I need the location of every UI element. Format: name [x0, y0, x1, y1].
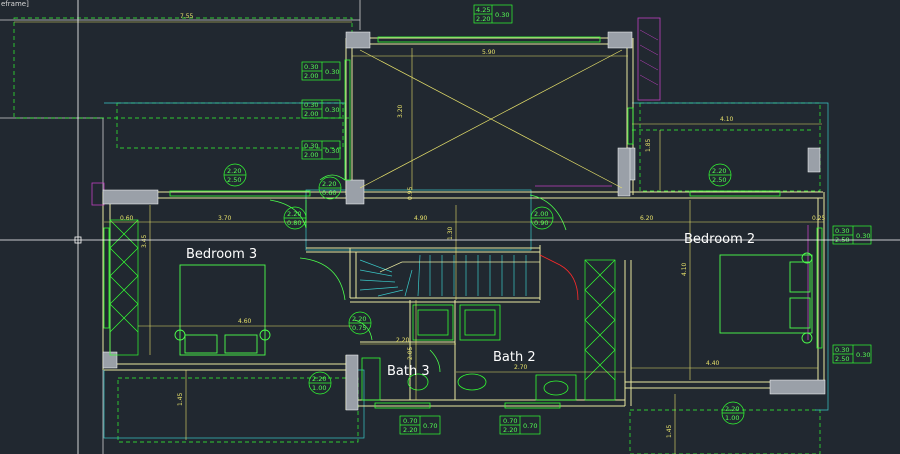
dim-text: 1.30: [447, 226, 454, 240]
dim-text: 5.90: [482, 49, 496, 56]
tag-side: 0.70: [423, 422, 437, 430]
tag-side: 0.30: [856, 351, 870, 359]
dim-text: 0.60: [120, 215, 134, 222]
staircase[interactable]: [359, 254, 540, 297]
room-label-bath-2: Bath 2: [493, 350, 536, 365]
tag-top: 0.70: [503, 417, 517, 425]
tag-top: 2.20: [287, 210, 301, 218]
void-cross: [359, 49, 623, 189]
dim-text: 2.20: [396, 337, 410, 344]
dim-text: 4.60: [238, 318, 252, 325]
tag-bottom: 2.00: [304, 110, 318, 118]
wardrobes: [109, 219, 616, 401]
tag-bottom: 2.50: [835, 355, 849, 363]
dim-text: 3.70: [218, 215, 232, 222]
bed-bedroom-2: [719, 254, 813, 334]
tag-top: 0.30: [304, 63, 318, 71]
tag-top: 2.20: [322, 180, 336, 188]
tag-bottom: 0.60: [322, 189, 336, 197]
tag-side: 0.30: [325, 106, 339, 114]
windows: [103, 36, 823, 409]
tag-bottom: 2.50: [712, 176, 726, 184]
tag-top: 2.20: [725, 405, 739, 413]
window-tags: [223, 4, 872, 435]
dim-text: 4.10: [720, 116, 734, 123]
tag-top: 0.30: [835, 346, 849, 354]
tag-top: 0.70: [403, 417, 417, 425]
dim-text: 4.40: [706, 360, 720, 367]
columns: [102, 31, 826, 411]
dim-text: 4.10: [681, 262, 688, 276]
dim-text: 1.45: [666, 424, 673, 438]
tag-bottom: 2.20: [476, 15, 490, 23]
bath-fixtures: [361, 304, 577, 401]
doors: [269, 174, 579, 373]
walls: [102, 37, 825, 410]
tag-side: 0.30: [325, 147, 339, 155]
brick-hatch: [639, 29, 659, 86]
tag-bottom: 2.00: [304, 72, 318, 80]
dim-text: 0.95: [407, 186, 414, 200]
tag-top: 0.30: [304, 142, 318, 150]
tag-side: 0.30: [495, 11, 509, 19]
crosshair-pickbox: [74, 236, 82, 244]
room-label-bedroom-3: Bedroom 3: [186, 247, 257, 262]
dim-text: 3.45: [141, 234, 148, 248]
tag-side: 0.70: [523, 422, 537, 430]
tag-top: 0.30: [835, 227, 849, 235]
beds: [174, 252, 813, 356]
dim-text: 1.45: [177, 392, 184, 406]
tag-top: 2.20: [352, 315, 366, 323]
dim-text: 7.55: [180, 13, 194, 20]
dim-text: 1.85: [645, 138, 652, 152]
tag-bottom: 0.80: [287, 219, 301, 227]
tag-bottom: 2.20: [503, 426, 517, 434]
dimension-lines: [14, 21, 824, 454]
dim-text: 3.20: [397, 104, 404, 118]
tag-bottom: 0.75: [352, 324, 366, 332]
tag-top: 2.20: [712, 167, 726, 175]
tag-bottom: 2.20: [403, 426, 417, 434]
tag-bottom: 0.90: [534, 219, 548, 227]
dimension-texts: 7.55 5.90 3.20 4.10 1.85 0.95 0.60 3.70 …: [120, 13, 826, 438]
room-label-bath-3: Bath 3: [387, 364, 430, 379]
tag-side: 0.30: [856, 232, 870, 240]
tag-top: 0.30: [304, 101, 318, 109]
tag-top: 2.20: [227, 167, 241, 175]
dim-text: 2.70: [514, 364, 528, 371]
dim-text: 4.90: [414, 215, 428, 222]
tag-bottom: 1.00: [312, 384, 326, 392]
dim-text: 0.25: [812, 215, 826, 222]
bed-bedroom-3: [179, 264, 266, 356]
window-tag-texts: 4.25 2.20 0.30 0.30 2.00 0.30 0.30 2.00 …: [227, 6, 870, 434]
room-labels: Bedroom 3 Bedroom 2 Bath 2 Bath 3: [186, 232, 755, 379]
dim-text: 2.05: [407, 346, 414, 360]
dim-text: 6.20: [640, 215, 654, 222]
tag-top: 2.00: [534, 210, 548, 218]
room-label-bedroom-2: Bedroom 2: [684, 232, 755, 247]
tag-bottom: 2.50: [227, 176, 241, 184]
tag-bottom: 1.00: [725, 414, 739, 422]
tag-side: 0.30: [325, 68, 339, 76]
tag-bottom: 2.00: [304, 151, 318, 159]
magenta-lines: [91, 17, 809, 340]
tag-top: 4.25: [476, 6, 490, 14]
tag-top: 2.20: [312, 375, 326, 383]
viewport-label[interactable]: eframe]: [0, 0, 30, 9]
